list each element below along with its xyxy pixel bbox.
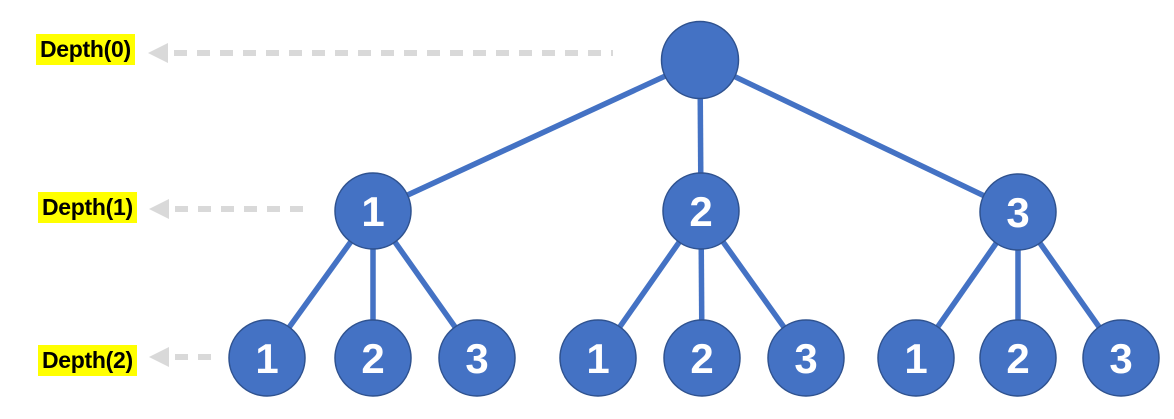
tree-node-label-n1: 1 [361,188,384,235]
tree-node-n3-1 [877,319,955,397]
tree-node-label-n2: 2 [689,188,712,235]
tree-node-label-n3: 3 [1006,189,1029,236]
tree-node-n1-1 [228,319,306,397]
tree-node-n2 [662,172,740,250]
tree-node-n3-3 [1082,319,1160,397]
tree-node-label-n3-2: 2 [1006,335,1029,382]
tree-node-label-n2-2: 2 [690,335,713,382]
tree-node-label-n1-1: 1 [255,335,278,382]
tree-node-n2-1 [559,319,637,397]
tree-node-n2-2 [663,319,741,397]
tree-node-label-n3-3: 3 [1109,335,1132,382]
tree-node-label-n1-3: 3 [465,335,488,382]
tree-node-label-n1-2: 2 [361,335,384,382]
tree-node-n1-2 [334,319,412,397]
depth-arrowhead-0 [148,43,168,63]
tree-node-n2-3 [767,319,845,397]
depth-arrowhead-1 [149,199,169,219]
tree-node-label-n2-3: 3 [794,335,817,382]
tree-node-label-n3-1: 1 [904,335,927,382]
tree-edge-root-n1 [371,57,702,214]
arrows-layer [148,43,613,367]
tree-edge-root-n3 [698,57,1020,215]
tree-node-n3-2 [979,319,1057,397]
tree-node-n3 [979,173,1057,251]
nodes-layer: 1 2 3 1 2 3 1 2 3 1 2 3 [228,20,1160,397]
tree-node-label-n2-1: 1 [586,335,609,382]
depth-arrowhead-2 [149,347,169,367]
tree-node-n1-3 [438,319,516,397]
tree-node-root [660,20,740,100]
tree-node-n1 [334,172,412,250]
